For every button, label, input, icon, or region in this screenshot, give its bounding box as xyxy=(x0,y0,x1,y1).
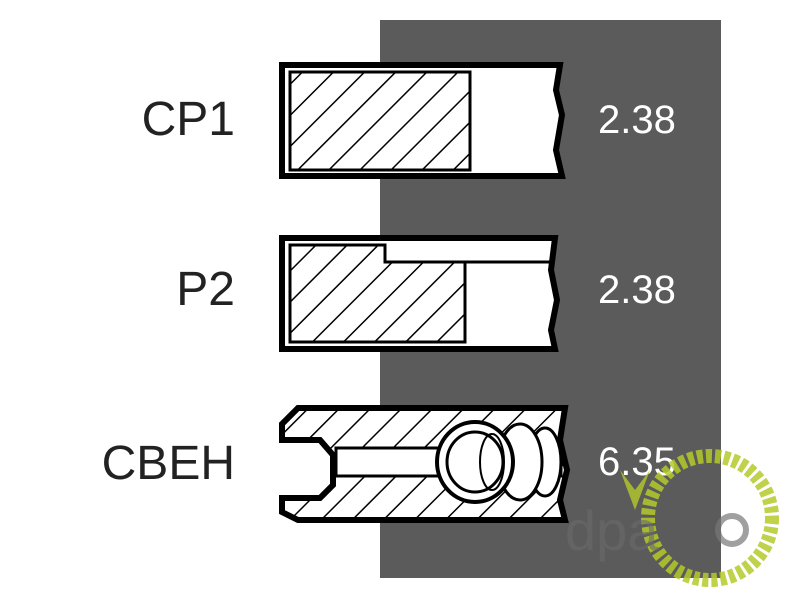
ring-cbeh-profile xyxy=(279,405,571,523)
ring-label-p2: P2 xyxy=(176,263,235,316)
ring-label-cp1: CP1 xyxy=(141,93,235,146)
dpa-watermark-logo: dpa xyxy=(565,449,779,587)
ring-cp1-profile xyxy=(279,62,566,179)
thickness-p2: 2.38 xyxy=(598,268,676,312)
ring-p2-profile xyxy=(279,235,561,352)
thickness-cp1: 2.38 xyxy=(598,98,676,142)
ring-label-cbeh: CBEH xyxy=(101,437,235,490)
watermark-text: dpa xyxy=(565,499,659,562)
